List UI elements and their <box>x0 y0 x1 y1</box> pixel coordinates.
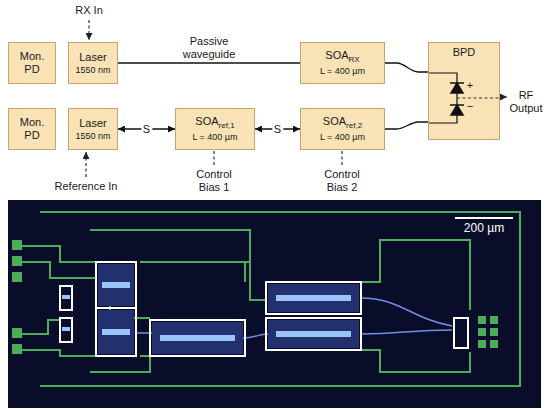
component-subscript: ref,2 <box>346 121 362 130</box>
connector <box>385 63 428 72</box>
box-content: Laser1550 nm <box>75 51 110 76</box>
signal-input: Reference In <box>55 180 118 193</box>
balanced-photodetector: BPD <box>428 42 500 140</box>
connector-label: Passive waveguide <box>177 35 241 60</box>
component-name: Laser <box>75 51 110 64</box>
output-wire <box>457 97 499 98</box>
polarity-sign: + <box>467 79 473 92</box>
component-name: SOA <box>323 115 346 127</box>
wavelength-spec: 1550 nm <box>75 65 110 76</box>
connector-label: S <box>141 123 152 136</box>
amplifier-glow <box>62 282 351 341</box>
box-content: BPD <box>453 46 476 59</box>
input-arrow <box>85 152 86 177</box>
wavelength-spec: 1550 nm <box>75 131 110 142</box>
title-line: SOARX <box>320 49 365 65</box>
signal-output: RF Output <box>507 89 545 114</box>
micrograph-ground <box>8 200 541 408</box>
component-name: Mon. PD <box>15 50 49 76</box>
device-regions <box>98 264 359 354</box>
bias-line <box>341 151 342 165</box>
box-content: SOARXL = 400 µm <box>320 49 365 77</box>
box-content: Mon. PD <box>15 116 49 142</box>
monitor-photodiode: Mon. PD <box>8 42 56 84</box>
bond-pads <box>12 240 498 354</box>
laser-box: Laser1550 nm <box>68 108 118 150</box>
connector <box>118 62 300 63</box>
bias-control: Control Bias 2 <box>319 168 365 193</box>
monitor-photodiode: Mon. PD <box>8 108 56 150</box>
bias-control: Control Bias 1 <box>191 168 237 193</box>
box-content: SOAref,1L = 400 µm <box>192 115 237 143</box>
scale-bar <box>455 217 513 219</box>
box-content: Mon. PD <box>15 50 49 76</box>
amplifier-box: SOAref,2L = 400 µm <box>300 108 385 150</box>
chip-micrograph <box>8 200 541 408</box>
box-content: SOAref,2L = 400 µm <box>320 115 365 143</box>
length-spec: L = 400 µm <box>320 66 365 77</box>
diode-symbol <box>450 83 464 93</box>
scale-label: 200 µm <box>464 222 504 236</box>
connector-label: S <box>272 123 283 136</box>
component-name: Laser <box>75 117 110 130</box>
component-subscript: RX <box>349 55 360 64</box>
component-name: Mon. PD <box>15 116 49 142</box>
polarity-sign: − <box>467 100 473 113</box>
output-arrow <box>500 96 507 97</box>
title-line: SOAref,2 <box>320 115 365 131</box>
connector <box>385 122 428 129</box>
laser-box: Laser1550 nm <box>68 42 118 84</box>
amplifier-box: SOAref,1L = 400 µm <box>175 108 255 150</box>
amplifier-box: SOARXL = 400 µm <box>300 42 385 84</box>
diode-symbol <box>450 105 464 115</box>
highlight-frames <box>60 262 468 356</box>
length-spec: L = 400 µm <box>192 132 237 143</box>
component-name: SOA <box>195 115 218 127</box>
length-spec: L = 400 µm <box>320 132 365 143</box>
metal-traces <box>22 212 520 386</box>
component-name: SOA <box>325 49 348 61</box>
signal-input: RX In <box>75 4 103 17</box>
component-name: BPD <box>453 46 476 59</box>
box-content: Laser1550 nm <box>75 117 110 142</box>
component-subscript: ref,1 <box>219 121 235 130</box>
title-line: SOAref,1 <box>192 115 237 131</box>
input-arrow <box>88 20 89 40</box>
bias-line <box>213 151 214 165</box>
